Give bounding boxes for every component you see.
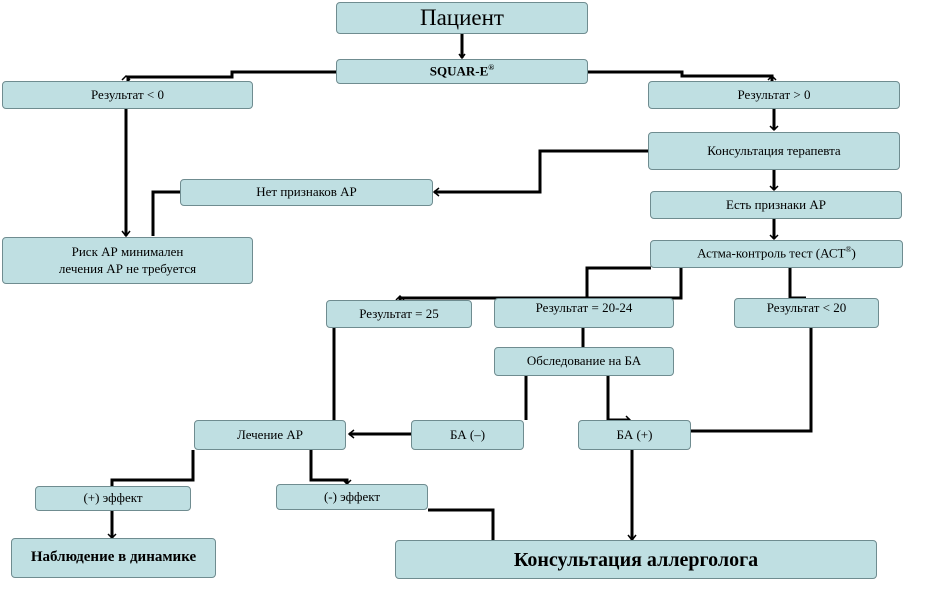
- connector-treatment-effect-neg: [309, 450, 349, 484]
- node-result-20-24: Результат = 20-24: [494, 298, 674, 328]
- arrowhead-therapist: [769, 125, 779, 132]
- node-result-lt20-label: Результат < 20: [766, 300, 847, 315]
- node-no-signs: Нет признаков АР: [180, 179, 433, 206]
- node-risk-minimal: Риск АР минимален лечения АР не требуетс…: [2, 237, 253, 284]
- node-signs-label: Есть признаки АР: [726, 196, 826, 212]
- node-effect-neg: (-) эффект: [276, 484, 428, 510]
- node-observation: Наблюдение в динамике: [11, 538, 216, 578]
- node-result-gt0: Результат > 0: [648, 81, 900, 109]
- connector-exam-ba-pos: [606, 376, 630, 422]
- node-therapist-label: Консультация терапевта: [707, 142, 841, 158]
- node-act-test: Астма-контроль тест (АСТ®): [650, 240, 903, 268]
- node-act-test-label: Астма-контроль тест (АСТ®): [697, 245, 856, 261]
- connector-treatment-effect-pos: [110, 450, 195, 486]
- arrowhead-no-signs: [432, 187, 440, 197]
- node-no-signs-label: Нет признаков АР: [256, 184, 357, 200]
- node-patient: Пациент: [336, 2, 588, 34]
- node-therapist: Консультация терапевта: [648, 132, 900, 170]
- arrowhead-treatment: [347, 429, 355, 439]
- node-observation-label: Наблюдение в динамике: [30, 549, 197, 566]
- node-effect-pos-label: (+) эффект: [83, 490, 143, 506]
- node-treatment: Лечение АР: [194, 420, 346, 450]
- node-risk-minimal-label: Риск АР минимален лечения АР не требуетс…: [58, 243, 197, 276]
- arrowhead-result-25: [395, 294, 405, 301]
- node-allergist: Консультация аллерголога: [395, 540, 877, 579]
- connector-act-result-20-24: [585, 266, 651, 298]
- arrowhead-act: [769, 234, 779, 241]
- node-ba-neg: БА (–): [411, 420, 524, 450]
- node-result-lt20: Результат < 20: [734, 298, 879, 328]
- connector-act-result-lt20: [788, 268, 806, 300]
- node-result-gt0-label: Результат > 0: [737, 86, 811, 102]
- connector-result-lt20-allergist: [630, 328, 813, 540]
- node-exam-ba: Обследование на БА: [494, 347, 674, 376]
- node-treatment-label: Лечение АР: [236, 426, 304, 442]
- node-result-20-24-label: Результат = 20-24: [535, 300, 633, 315]
- connector-therapist-no-signs: [434, 149, 650, 194]
- connector-no-signs-risk: [151, 190, 181, 236]
- node-effect-pos: (+) эффект: [35, 486, 191, 511]
- connector-squar-result-gt0: [588, 70, 774, 82]
- arrowhead-risk: [121, 230, 131, 238]
- node-squar-e: SQUAR-E®: [336, 59, 588, 84]
- node-signs: Есть признаки АР: [650, 191, 902, 219]
- connector-act-result-25: [398, 268, 683, 300]
- arrowhead-patient-squar: [458, 53, 466, 60]
- node-patient-label: Пациент: [419, 5, 504, 31]
- node-squar-e-label: SQUAR-E®: [429, 62, 495, 79]
- node-ba-pos: БА (+): [578, 420, 691, 450]
- node-ba-neg-label: БА (–): [449, 426, 486, 442]
- arrowhead-result-lt0: [121, 74, 131, 81]
- node-exam-ba-label: Обследование на БА: [526, 353, 642, 369]
- node-ba-pos-label: БА (+): [616, 426, 653, 442]
- node-result-lt0: Результат < 0: [2, 81, 253, 109]
- connector-effect-neg-allergist: [428, 508, 495, 540]
- node-allergist-label: Консультация аллерголога: [513, 548, 759, 571]
- arrowhead-signs: [769, 185, 779, 192]
- node-result-25: Результат = 25: [326, 300, 472, 328]
- node-result-lt0-label: Результат < 0: [91, 86, 164, 102]
- node-result-25-label: Результат = 25: [359, 305, 439, 321]
- arrowhead-result-gt0: [767, 74, 777, 81]
- node-effect-neg-label: (-) эффект: [323, 488, 381, 504]
